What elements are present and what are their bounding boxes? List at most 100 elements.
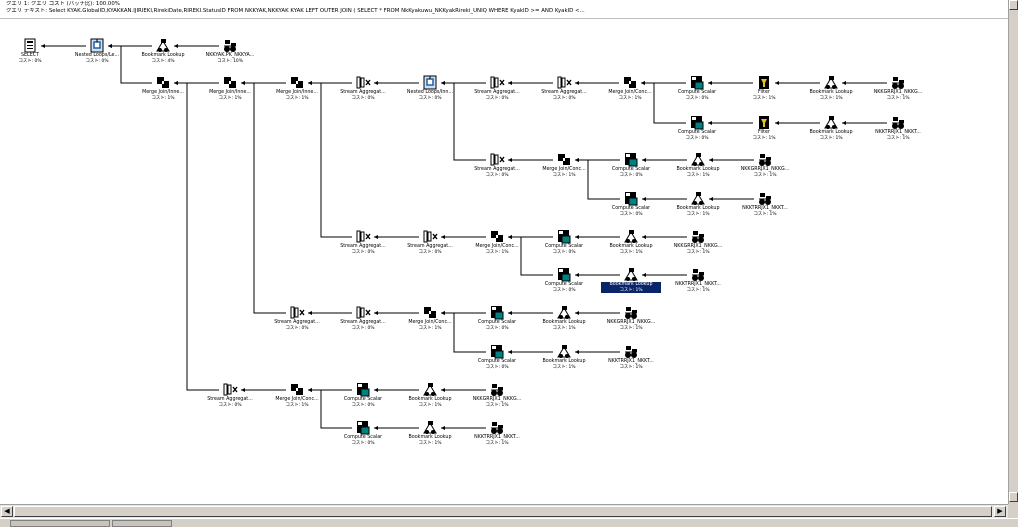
plan-tab[interactable]	[112, 520, 172, 527]
plan-node-name: Merge Join/Conc...	[542, 167, 586, 172]
index-icon	[625, 346, 637, 358]
results-tab[interactable]	[10, 520, 110, 527]
scroll-down-button[interactable]	[1009, 492, 1018, 502]
plan-node-cost: コスト: 0%	[351, 402, 375, 408]
plan-node-merge[interactable]: Merge Join/Inne...コスト: 1%	[200, 75, 260, 101]
stream-icon	[490, 153, 505, 166]
plan-node-stream[interactable]: Stream Aggregat...コスト: 0%	[534, 75, 594, 101]
plan-node-name: Merge Join/Inne...	[209, 90, 251, 95]
merge-icon	[491, 231, 503, 242]
compute-icon	[357, 421, 370, 435]
plan-node-index[interactable]: NKKYAK.PK_NKKYA...コスト: 10%	[200, 38, 260, 64]
plan-node-cost: コスト: 0%	[485, 95, 509, 101]
nested-icon	[90, 38, 104, 53]
plan-node-cost: コスト: 1%	[886, 135, 910, 141]
plan-node-cost: コスト: 1%	[218, 95, 242, 101]
plan-node-index[interactable]: NKKGRRJX1_NKKG...コスト: 1%	[735, 152, 795, 178]
plan-node-index[interactable]: NKKTRRJX1_NKKT...コスト: 1%	[868, 115, 928, 141]
edge-arrow	[308, 81, 312, 85]
plan-node-stream[interactable]: Stream Aggregat...コスト: 0%	[333, 75, 393, 101]
plan-node-stream[interactable]: Stream Aggregat...コスト: 0%	[333, 305, 393, 331]
plan-node-nested[interactable]: Nested Loops/Inn...コスト: 0%	[400, 75, 460, 101]
plan-node-index[interactable]: NKKTRRJX1_NKKT...コスト: 1%	[735, 191, 795, 217]
edge-arrow	[709, 158, 713, 162]
plan-node-stream[interactable]: Stream Aggregat...コスト: 0%	[467, 152, 527, 178]
plan-node-index[interactable]: NKKTRRJX1_NKKT...コスト: 1%	[668, 267, 728, 293]
horizontal-scrollbar[interactable]: ◀ ▶	[0, 504, 1008, 518]
plan-node-merge[interactable]: Merge Join/Inne...コスト: 1%	[267, 75, 327, 101]
plan-node-index[interactable]: NKKGRRJX1_NKKG...コスト: 1%	[668, 229, 728, 255]
plan-node-index[interactable]: NKKTRRJX1_NKKT...コスト: 1%	[601, 344, 661, 370]
plan-node-stream[interactable]: Stream Aggregat...コスト: 0%	[467, 75, 527, 101]
edge-arrow	[775, 81, 779, 85]
plan-node-stream[interactable]: Stream Aggregat...コスト: 0%	[267, 305, 327, 331]
plan-node-cost: コスト: 1%	[485, 440, 509, 446]
plan-node-name: Merge Join/Conc...	[608, 90, 652, 95]
plan-node-nested[interactable]: Nested Loops/Le...コスト: 0%	[67, 38, 127, 64]
edge-arrow	[241, 81, 245, 85]
plan-node-name: Compute Scalar	[611, 167, 651, 172]
plan-node-stream[interactable]: Stream Aggregat...コスト: 0%	[200, 382, 260, 408]
plan-node-stream[interactable]: Stream Aggregat...コスト: 0%	[400, 229, 460, 255]
plan-node-cost: コスト: 0%	[685, 95, 709, 101]
plan-node-cost: コスト: 1%	[485, 249, 509, 255]
edge-arrow	[575, 158, 579, 162]
bookmark-icon	[557, 306, 571, 319]
edge-arrow	[308, 311, 312, 315]
filter-icon	[759, 76, 769, 89]
plan-node-merge[interactable]: Merge Join/Conc...コスト: 1%	[600, 75, 660, 101]
scroll-right-button[interactable]: ▶	[994, 506, 1006, 517]
scroll-up-button[interactable]	[1009, 0, 1018, 10]
plan-node-merge[interactable]: Merge Join/Conc...コスト: 1%	[400, 305, 460, 331]
plan-node-merge[interactable]: Merge Join/Conc...コスト: 1%	[467, 229, 527, 255]
plan-node-name: Stream Aggregat...	[474, 167, 520, 172]
plan-node-merge[interactable]: Merge Join/Conc...コスト: 1%	[534, 152, 594, 178]
bookmark-icon	[691, 153, 705, 166]
plan-node-index[interactable]: NKKGRRJX1_NKKG...コスト: 1%	[868, 75, 928, 101]
plan-node-index[interactable]: NKKGRRJX1_NKKG...コスト: 1%	[467, 382, 527, 408]
plan-node-cost: コスト: 1%	[686, 287, 710, 293]
plan-node-merge[interactable]: Merge Join/Inne...コスト: 1%	[133, 75, 193, 101]
scroll-left-button[interactable]: ◀	[1, 506, 13, 517]
index-icon	[491, 422, 503, 434]
compute-icon	[491, 306, 504, 320]
scroll-thumb[interactable]	[14, 506, 992, 517]
merge-icon	[424, 307, 436, 318]
plan-node-index[interactable]: NKKTRRJX1_NKKT...コスト: 1%	[467, 420, 527, 446]
plan-node-index[interactable]: NKKGRRJX1_NKKG...コスト: 1%	[601, 305, 661, 331]
merge-icon	[291, 77, 303, 88]
vertical-scrollbar[interactable]	[1008, 0, 1018, 504]
plan-node-stream[interactable]: Stream Aggregat...コスト: 0%	[333, 229, 393, 255]
edge-arrow	[508, 350, 512, 354]
plan-node-cost: コスト: 0%	[685, 135, 709, 141]
plan-node-merge[interactable]: Merge Join/Conc...コスト: 1%	[267, 382, 327, 408]
plan-node-cost: コスト: 1%	[552, 325, 576, 331]
merge-icon	[624, 77, 636, 88]
merge-icon	[224, 77, 236, 88]
